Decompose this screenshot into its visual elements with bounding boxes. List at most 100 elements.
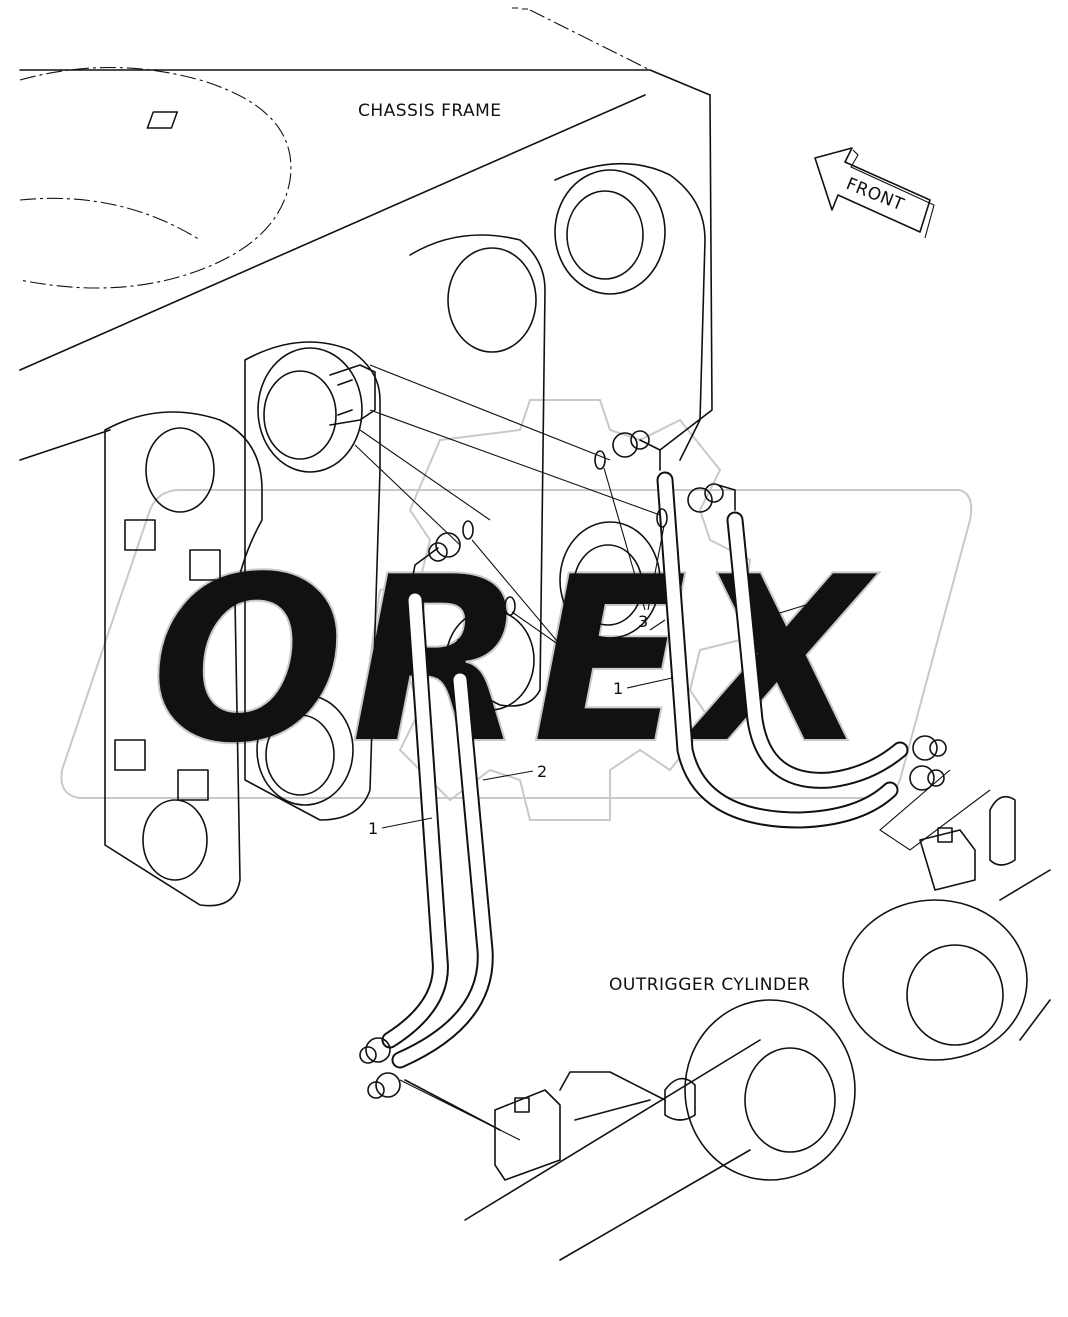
block-3 xyxy=(114,739,146,771)
right-hose-assembly xyxy=(594,430,947,829)
outrigger-cylinder-label: OUTRIGGER CYLINDER xyxy=(609,975,810,995)
front-arrow: FRONT xyxy=(814,147,935,239)
right-hose-2-inner xyxy=(728,513,907,787)
left-hose-1-elbow xyxy=(409,547,439,591)
bracket-plate-1 xyxy=(104,411,263,907)
bracket-hole-2a xyxy=(257,347,363,473)
front-arrow-shape xyxy=(814,147,931,233)
callout-right-1-leader xyxy=(626,677,673,689)
right-oring-2 xyxy=(656,508,668,528)
right-hose-2-elbow xyxy=(717,484,736,511)
outrigger-cylinder-rear xyxy=(842,795,1051,1061)
bracket-hole-3a xyxy=(447,247,537,353)
outrigger-cylinder-front xyxy=(404,999,856,1261)
chassis-frame xyxy=(19,9,713,907)
frame-bottom-edge xyxy=(19,429,111,461)
left-hose-1-inner xyxy=(383,593,447,1047)
bracket-hole-4d xyxy=(573,544,643,626)
bracket-hole-4c xyxy=(559,521,661,639)
callout-right-3-leader-a xyxy=(603,467,646,611)
right-nut-1a xyxy=(612,432,638,458)
right-bottom-nut-3 xyxy=(909,765,935,791)
cylinder-rear-bolt xyxy=(937,827,953,843)
adapter-fittings xyxy=(329,364,376,426)
cylinder-front-tube xyxy=(559,1071,666,1121)
callout-right-3-leader-b xyxy=(647,525,665,611)
left-hose-assembly xyxy=(359,520,516,1099)
cylinder-front-plug xyxy=(664,1077,696,1121)
block-1 xyxy=(124,519,156,551)
bracket-hole-1a xyxy=(145,427,215,513)
cylinder-front-barrel xyxy=(464,1039,761,1261)
bracket-hole-4a xyxy=(554,169,666,295)
callout-right-1: 1 xyxy=(613,679,623,698)
leader-cyl-left xyxy=(399,1079,521,1141)
bracket-plate-4 xyxy=(554,162,706,461)
leader-lines xyxy=(354,364,991,1141)
cylinder-rear-eye-inner xyxy=(906,944,1004,1046)
left-oring-1 xyxy=(462,520,474,540)
frame-hidden-line xyxy=(529,9,651,71)
leader-adapter-right-2 xyxy=(369,409,661,516)
right-nut-2a xyxy=(687,487,713,513)
callout-right-3: 3 xyxy=(638,612,648,631)
bracket-hole-2b xyxy=(263,370,337,460)
left-oring-2 xyxy=(504,596,516,616)
cylinder-front-eye-outer xyxy=(684,999,856,1181)
callout-left-1: 1 xyxy=(368,819,378,838)
top-mark xyxy=(512,7,528,10)
left-bottom-nut-4 xyxy=(367,1081,385,1099)
callout-right-2: 2 xyxy=(813,595,823,614)
callout-left-2-leader xyxy=(482,770,534,781)
right-bottom-nut-4 xyxy=(927,769,945,787)
leader-cyl-right xyxy=(879,769,991,851)
right-hose-1-elbow xyxy=(639,439,661,471)
leader-adapter-right xyxy=(369,364,611,461)
callout-right-3-leader-c xyxy=(649,619,666,631)
left-nut-1b xyxy=(428,542,448,562)
left-nut-1a xyxy=(435,532,461,558)
frame-right-edge xyxy=(659,94,713,451)
frame-clip xyxy=(146,111,179,129)
bracket-hole-2c xyxy=(256,694,354,806)
watermark-gear xyxy=(368,399,752,821)
chassis-frame-label: CHASSIS FRAME xyxy=(358,101,502,121)
callout-left-1-leader xyxy=(381,817,433,829)
callout-left-3-leader-a xyxy=(471,539,563,648)
bracket-hole-1b xyxy=(142,799,208,881)
watermark-text: OREX xyxy=(150,528,880,795)
cylinder-rear-body xyxy=(999,869,1051,1041)
left-bottom-nut-3 xyxy=(375,1072,401,1098)
left-nut-2b xyxy=(470,617,490,637)
cylinder-rear-port xyxy=(919,795,1016,891)
callout-left-3: 3 xyxy=(566,642,576,661)
cylinder-front-rod xyxy=(404,1079,501,1131)
callout-right-2-leader xyxy=(756,603,810,621)
block-2 xyxy=(189,549,221,581)
callout-left-3-leader-b xyxy=(511,611,563,648)
callouts: 1 2 3 1 2 3 xyxy=(368,467,823,838)
bracket-hole-3b xyxy=(445,609,535,711)
watermark-logo: OREX xyxy=(60,399,973,821)
frame-top-edge xyxy=(19,69,711,96)
leader-adapter-left xyxy=(359,429,491,521)
frame-hidden-loop xyxy=(19,66,292,289)
frame-front-face-edge xyxy=(19,94,646,371)
cylinder-rear-eye-outer xyxy=(842,899,1028,1061)
callout-left-2: 2 xyxy=(537,762,547,781)
right-bottom-nut-2 xyxy=(929,739,947,757)
left-hose-2-elbow xyxy=(454,624,481,671)
cylinder-front-port-block xyxy=(494,1089,561,1181)
frame-hidden-loop-inner xyxy=(19,197,201,241)
bracket-hole-2d xyxy=(265,714,335,796)
block-4 xyxy=(177,769,209,801)
bracket-hole-4b xyxy=(566,190,644,280)
right-bottom-nut-1 xyxy=(912,735,938,761)
left-hose-2-inner xyxy=(393,673,492,1067)
right-oring-1 xyxy=(594,450,606,470)
cylinder-front-bolt xyxy=(514,1097,530,1113)
front-label: FRONT xyxy=(843,174,907,215)
right-hose-1-inner xyxy=(658,473,897,827)
right-nut-2b xyxy=(704,483,724,503)
